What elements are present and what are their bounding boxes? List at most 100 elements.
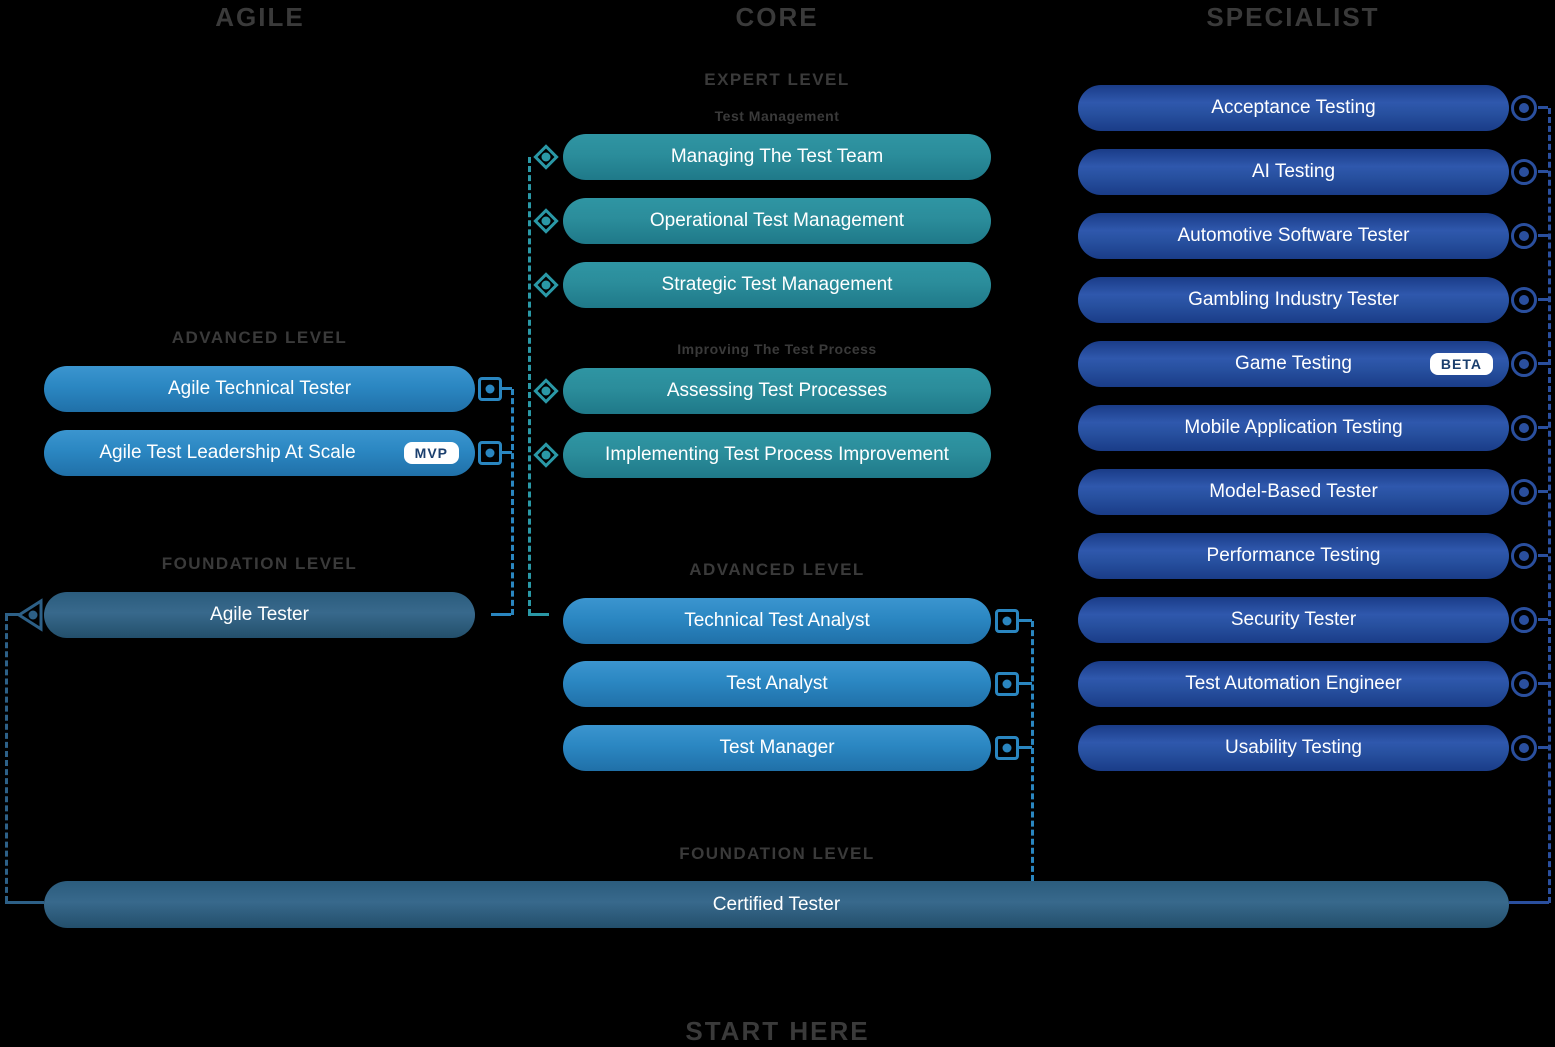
circle-node-icon xyxy=(1511,671,1537,697)
diamond-node-icon xyxy=(533,272,559,298)
pill-agile-test-leadership-at-scale[interactable]: Agile Test Leadership At Scale MVP xyxy=(44,430,475,476)
diamond-node-icon xyxy=(533,442,559,468)
square-node-icon xyxy=(995,736,1019,760)
core-path-connector-arm xyxy=(1019,619,1032,622)
circle-node-icon xyxy=(1511,351,1537,377)
expert-path-connector-line xyxy=(528,157,531,615)
column-header-agile: AGILE xyxy=(215,2,305,32)
agile-foundation-level-label: FOUNDATION LEVEL xyxy=(161,554,358,573)
pill-label: Automotive Software Tester xyxy=(1177,225,1410,246)
pill-label: Performance Testing xyxy=(1206,545,1381,566)
specialist-node-arm xyxy=(1538,234,1548,237)
column-header-specialist: SPECIALIST xyxy=(1206,2,1380,32)
foundation-path-connector-line xyxy=(5,615,8,902)
core-advanced-level-label: ADVANCED LEVEL xyxy=(689,560,865,579)
square-node-icon xyxy=(995,672,1019,696)
pill-gambling-industry-tester[interactable]: Gambling Industry Tester xyxy=(1078,277,1509,323)
pill-label: Agile Test Leadership At Scale xyxy=(99,442,356,463)
core-path-connector-arm xyxy=(1019,682,1032,685)
pill-label: Test Analyst xyxy=(726,673,828,694)
core-path-connector-line xyxy=(1031,621,1034,881)
pill-ai-testing[interactable]: AI Testing xyxy=(1078,149,1509,195)
pill-implementing-test-process-improvement[interactable]: Implementing Test Process Improvement xyxy=(563,432,991,478)
pill-strategic-test-management[interactable]: Strategic Test Management xyxy=(563,262,991,308)
square-node-icon xyxy=(478,441,502,465)
pill-label: Certified Tester xyxy=(712,893,841,915)
pill-test-analyst[interactable]: Test Analyst xyxy=(563,661,991,707)
pill-label: Technical Test Analyst xyxy=(684,610,870,631)
specialist-node-arm xyxy=(1538,298,1548,301)
specialist-path-connector-line xyxy=(1548,108,1551,903)
start-triangle-icon xyxy=(16,598,44,637)
pill-managing-the-test-team[interactable]: Managing The Test Team xyxy=(563,134,991,180)
pill-certified-tester[interactable]: Certified Tester xyxy=(44,881,1509,928)
specialist-node-arm xyxy=(1538,746,1548,749)
circle-node-icon xyxy=(1511,287,1537,313)
beta-badge: BETA xyxy=(1429,353,1493,375)
pill-agile-technical-tester[interactable]: Agile Technical Tester xyxy=(44,366,475,412)
pill-acceptance-testing[interactable]: Acceptance Testing xyxy=(1078,85,1509,131)
circle-node-icon xyxy=(1511,607,1537,633)
start-here-label: START HERE xyxy=(685,1016,870,1046)
pill-performance-testing[interactable]: Performance Testing xyxy=(1078,533,1509,579)
pill-test-manager[interactable]: Test Manager xyxy=(563,725,991,771)
column-header-core: CORE xyxy=(735,2,819,32)
square-node-icon xyxy=(995,609,1019,633)
specialist-node-arm xyxy=(1538,490,1548,493)
specialist-node-arm xyxy=(1538,426,1548,429)
pill-label: Gambling Industry Tester xyxy=(1188,289,1399,310)
circle-node-icon xyxy=(1511,95,1537,121)
specialist-node-arm xyxy=(1538,106,1548,109)
core-expert-level-label: EXPERT LEVEL xyxy=(704,70,850,89)
diamond-node-icon xyxy=(533,144,559,170)
pill-technical-test-analyst[interactable]: Technical Test Analyst xyxy=(563,598,991,644)
pill-label: Strategic Test Management xyxy=(661,274,893,295)
circle-node-icon xyxy=(1511,735,1537,761)
expert-path-connector-arm xyxy=(528,613,549,616)
specialist-node-arm xyxy=(1538,362,1548,365)
pill-label: Managing The Test Team xyxy=(670,146,884,167)
pill-label: Agile Tester xyxy=(210,604,309,625)
pill-label: Mobile Application Testing xyxy=(1184,417,1403,438)
pill-game-testing[interactable]: Game Testing BETA xyxy=(1078,341,1509,387)
pill-operational-test-management[interactable]: Operational Test Management xyxy=(563,198,991,244)
diamond-node-icon xyxy=(533,378,559,404)
pill-usability-testing[interactable]: Usability Testing xyxy=(1078,725,1509,771)
core-group-test-management-label: Test Management xyxy=(714,108,840,124)
pill-label: Game Testing xyxy=(1235,353,1352,374)
pill-label: Test Automation Engineer xyxy=(1185,673,1402,694)
circle-node-icon xyxy=(1511,479,1537,505)
pill-agile-tester[interactable]: Agile Tester xyxy=(44,592,475,638)
specialist-node-arm xyxy=(1538,618,1548,621)
pill-label: Test Manager xyxy=(719,737,835,758)
pill-label: Operational Test Management xyxy=(649,210,905,231)
diamond-node-icon xyxy=(533,208,559,234)
agile-advanced-level-label: ADVANCED LEVEL xyxy=(171,328,348,347)
specialist-path-connector-arm xyxy=(1509,901,1549,904)
pill-assessing-test-processes[interactable]: Assessing Test Processes xyxy=(563,368,991,414)
square-node-icon xyxy=(478,377,502,401)
pill-model-based-tester[interactable]: Model-Based Tester xyxy=(1078,469,1509,515)
pill-label: Assessing Test Processes xyxy=(666,380,888,401)
pill-label: Security Tester xyxy=(1230,609,1357,630)
pill-security-tester[interactable]: Security Tester xyxy=(1078,597,1509,643)
agile-path-connector-arm xyxy=(491,613,511,616)
circle-node-icon xyxy=(1511,159,1537,185)
circle-node-icon xyxy=(1511,223,1537,249)
agile-path-connector-line xyxy=(511,389,514,615)
specialist-node-arm xyxy=(1538,554,1548,557)
mvp-badge: MVP xyxy=(403,442,459,464)
agile-path-connector-arm xyxy=(502,451,512,454)
pill-label: Acceptance Testing xyxy=(1211,97,1376,118)
foundation-path-connector-arm xyxy=(5,613,19,616)
pill-automotive-software-tester[interactable]: Automotive Software Tester xyxy=(1078,213,1509,259)
foundation-path-connector-arm xyxy=(5,901,44,904)
pill-label: Implementing Test Process Improvement xyxy=(605,444,949,465)
agile-path-connector-arm xyxy=(502,387,512,390)
core-foundation-level-label: FOUNDATION LEVEL xyxy=(679,844,875,863)
pill-test-automation-engineer[interactable]: Test Automation Engineer xyxy=(1078,661,1509,707)
pill-label: Usability Testing xyxy=(1225,737,1362,758)
pill-mobile-application-testing[interactable]: Mobile Application Testing xyxy=(1078,405,1509,451)
core-group-improving-test-process-label: Improving The Test Process xyxy=(677,341,877,357)
